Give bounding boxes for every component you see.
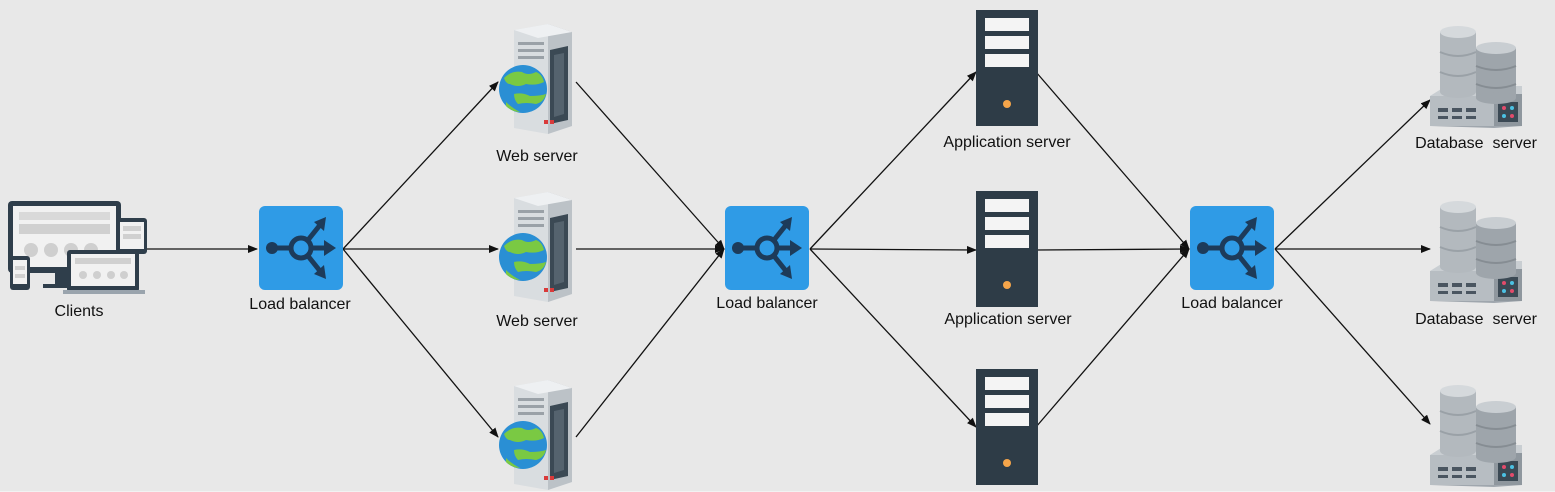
arrow-lb2-to-app3: [809, 248, 977, 428]
load-balancer-1-label: Load balancer: [249, 296, 351, 313]
arrow-lb3-to-db3: [1274, 248, 1431, 425]
clients-label: Clients: [54, 303, 104, 320]
arrow-lb2-to-app1: [809, 71, 977, 250]
arrow-web1-to-lb2: [575, 81, 725, 250]
arrow-app3-to-lb3: [1035, 248, 1190, 428]
web-server-icon: [499, 24, 572, 134]
application-server-1-label: Application server: [943, 134, 1071, 151]
load-balancer-icon: [1190, 206, 1274, 290]
database-server-icon: [1430, 201, 1522, 303]
arrow-lb2-to-app2: [809, 245, 977, 254]
arrow-app1-to-lb3: [1035, 71, 1190, 250]
arrow-lb1-to-web3: [342, 248, 499, 438]
devices-icon: [8, 201, 147, 294]
application-server-icon: [976, 369, 1038, 485]
web-server-1-label: Web server: [496, 148, 578, 165]
arrow-app2-to-lb3: [1035, 245, 1190, 254]
web-server-2-label: Web server: [496, 313, 578, 330]
load-balancer-2-label: Load balancer: [716, 295, 818, 312]
arrow-lb3-to-db1: [1274, 99, 1431, 250]
load-balancer-3-label: Load balancer: [1181, 295, 1283, 312]
web-server-icon: [499, 380, 572, 490]
load-balancer-icon: [259, 206, 343, 290]
database-server-1-label: Database server: [1415, 135, 1537, 152]
arrow-lb1-to-web1: [342, 81, 499, 250]
application-server-icon: [976, 191, 1038, 307]
arrow-web3-to-lb2: [575, 248, 725, 438]
database-server-icon: [1430, 385, 1522, 487]
database-server-2-label: Database server: [1415, 311, 1537, 328]
application-server-icon: [976, 10, 1038, 126]
web-server-icon: [499, 192, 572, 302]
application-server-2-label: Application server: [944, 311, 1072, 328]
load-balancer-icon: [725, 206, 809, 290]
database-server-icon: [1430, 26, 1522, 128]
